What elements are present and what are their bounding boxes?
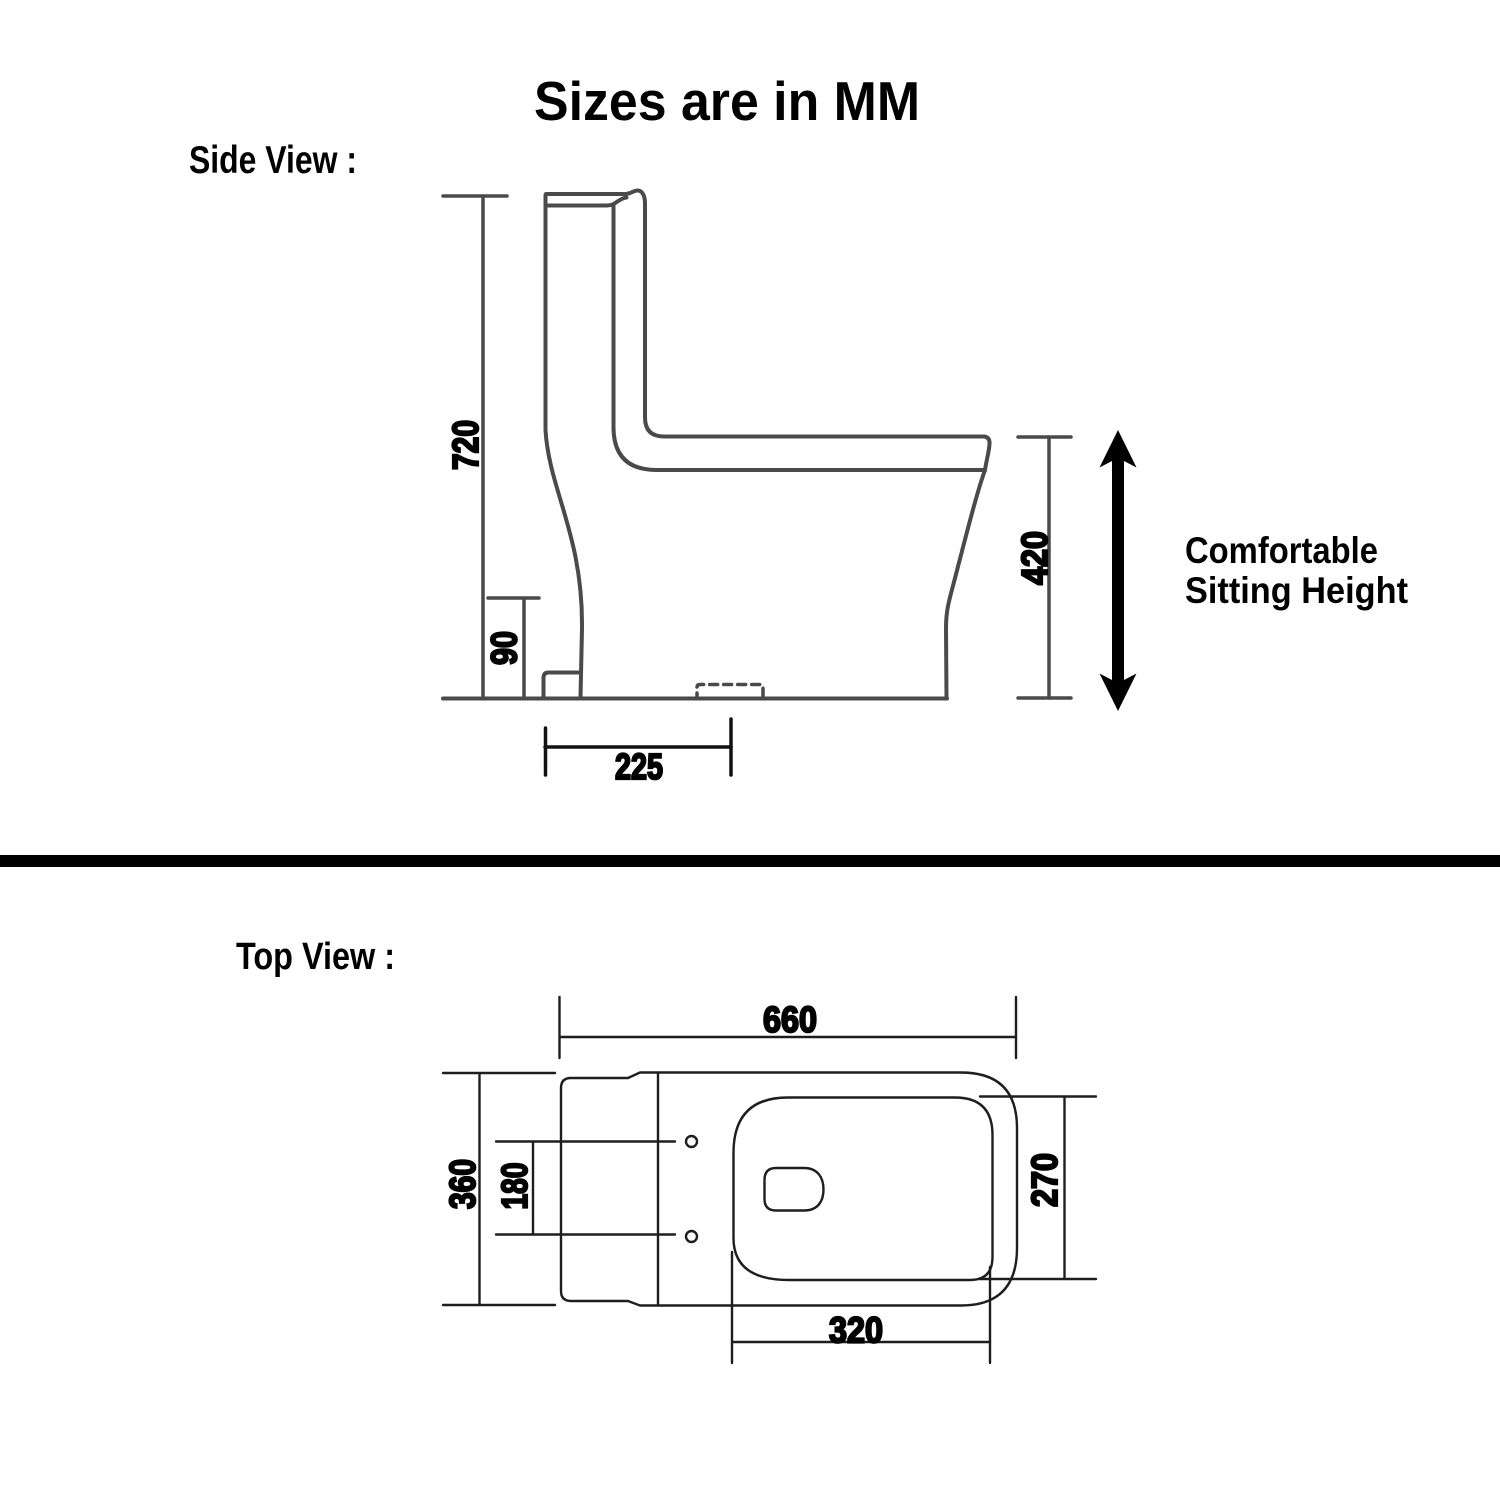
svg-text:180: 180 (494, 1163, 535, 1210)
svg-text:320: 320 (829, 1310, 883, 1351)
svg-text:420: 420 (1014, 531, 1055, 585)
svg-text:225: 225 (615, 746, 663, 787)
svg-text:360: 360 (442, 1159, 483, 1209)
svg-text:Side View :: Side View : (189, 139, 357, 182)
svg-text:660: 660 (763, 999, 817, 1040)
svg-text:Comfortable: Comfortable (1185, 530, 1378, 571)
svg-text:90: 90 (484, 631, 525, 665)
svg-text:Sizes are in MM: Sizes are in MM (534, 70, 920, 132)
svg-text:Sitting Height: Sitting Height (1185, 570, 1408, 611)
svg-text:720: 720 (445, 420, 486, 470)
svg-text:Top View :: Top View : (236, 936, 395, 978)
svg-text:270: 270 (1024, 1153, 1065, 1207)
